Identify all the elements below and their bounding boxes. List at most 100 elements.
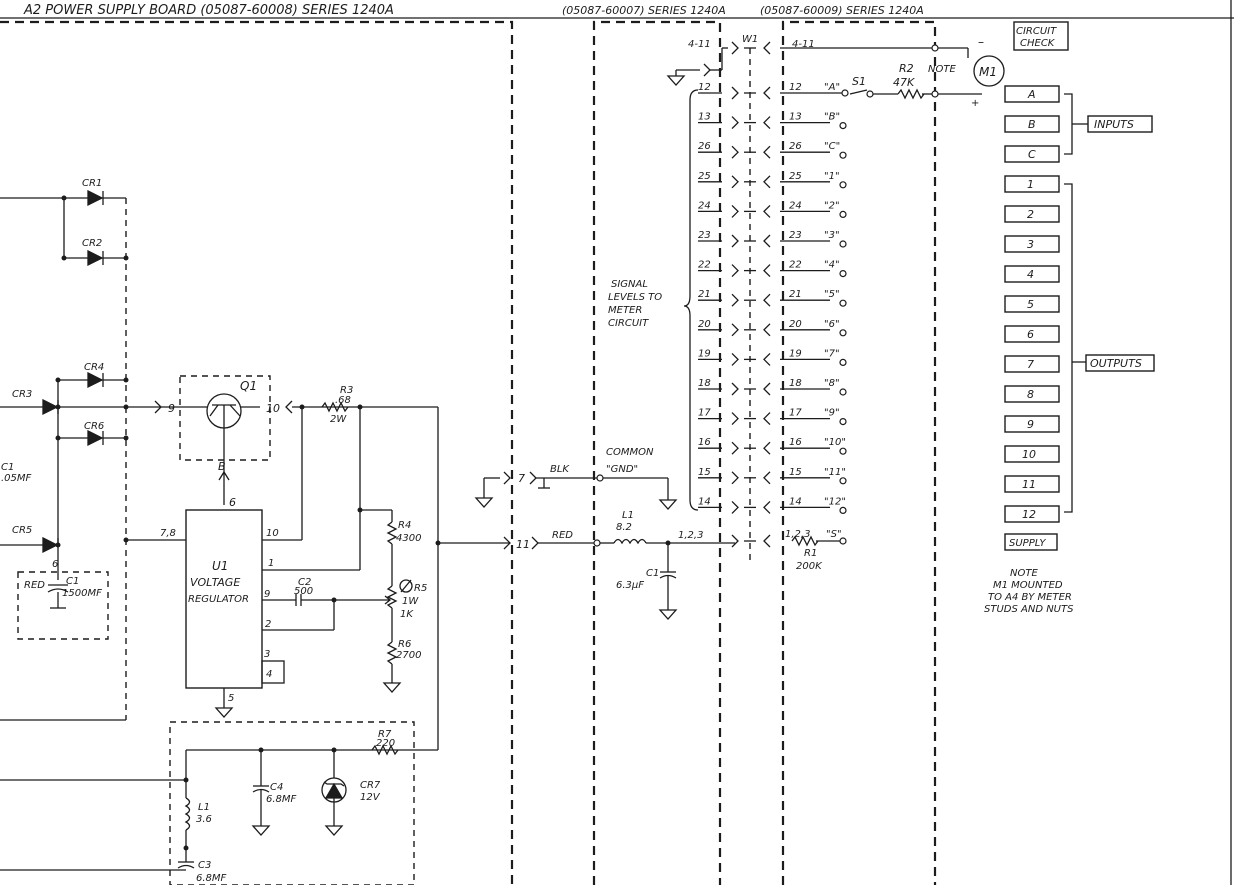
pin-signal-label: "3" bbox=[824, 230, 840, 241]
pin-right-label: 19 bbox=[789, 348, 802, 359]
middle-board-title: (05087-60007) SERIES 1240A bbox=[562, 4, 726, 17]
q1-pin-9: 9 bbox=[168, 402, 175, 415]
pin-left-label: 13 bbox=[698, 112, 711, 123]
cr7-value: 12V bbox=[360, 792, 381, 803]
r6-value: 2700 bbox=[396, 650, 421, 661]
pin-signal-label: "8" bbox=[824, 378, 840, 389]
m1-label: M1 bbox=[979, 65, 997, 79]
u1-pin-9: 9 bbox=[264, 589, 270, 600]
r2-value: 47K bbox=[893, 76, 915, 89]
c3-label: C3 bbox=[198, 860, 211, 871]
pin-left-label: 15 bbox=[698, 467, 711, 478]
pin-left-label: 18 bbox=[698, 378, 711, 389]
red-wire-label: RED bbox=[552, 530, 573, 541]
output-box bbox=[1004, 175, 1060, 193]
c2-label: C2 bbox=[298, 577, 311, 588]
u1-pin-1: 1 bbox=[268, 558, 274, 569]
output-box-label: 4 bbox=[1027, 268, 1034, 281]
right-board-title: (05087-60009) SERIES 1240A bbox=[760, 4, 924, 17]
circuit-check-line2: CHECK bbox=[1020, 38, 1056, 49]
u1-pin-5: 5 bbox=[228, 693, 234, 704]
middle-board-circuit: 7 BLK COMMON "GND" 11 RED L1 8.2 1,2,3 C… bbox=[474, 39, 735, 620]
pin-signal-label: "11" bbox=[824, 467, 846, 478]
r1-label: R1 bbox=[804, 548, 817, 559]
output-box bbox=[1004, 385, 1060, 403]
r3-label: R3 bbox=[340, 385, 353, 396]
cr3-label: CR3 bbox=[12, 389, 32, 400]
cr7-label: CR7 bbox=[360, 780, 381, 791]
signal-note-4: CIRCUIT bbox=[608, 318, 649, 329]
pin-signal-label: "5" bbox=[824, 289, 840, 300]
legend-note-4: STUDS AND NUTS bbox=[984, 604, 1074, 615]
u1-pin-2: 2 bbox=[265, 619, 271, 630]
legend-note-2: M1 MOUNTED bbox=[993, 580, 1063, 591]
c4-value: 6.8MF bbox=[266, 794, 297, 805]
u1-label: U1 bbox=[212, 559, 228, 573]
pin-left-label: 14 bbox=[698, 496, 711, 507]
pin-right-label: 13 bbox=[789, 112, 802, 123]
output-box-label: 7 bbox=[1027, 358, 1034, 371]
input-box bbox=[1004, 85, 1060, 103]
board-boundaries bbox=[0, 20, 937, 885]
pin-signal-label: "2" bbox=[824, 200, 840, 211]
output-box-label: 1 bbox=[1027, 178, 1034, 191]
meter-note: NOTE bbox=[928, 64, 956, 75]
meter-circuit: – M1 + NOTE R2 47K S1 R1 200K bbox=[780, 35, 1005, 572]
pin-left-label: 22 bbox=[698, 260, 711, 271]
l1-mid-value: 8.2 bbox=[616, 522, 632, 533]
u1-pin-4: 4 bbox=[266, 669, 272, 680]
c1-mid-value: 6.3µF bbox=[616, 580, 644, 591]
cr1-label: CR1 bbox=[82, 178, 102, 189]
supply-signal-label: "S" bbox=[826, 529, 842, 540]
cr2-label: CR2 bbox=[82, 238, 102, 249]
pin-left-label: 23 bbox=[698, 230, 711, 241]
pin-signal-label: "4" bbox=[824, 260, 840, 271]
supply-pin-right: 1,2,3 bbox=[785, 529, 810, 540]
pin-right-label: 25 bbox=[789, 171, 802, 182]
c1-box-label: C1 bbox=[66, 576, 79, 587]
pin-signal-label: "B" bbox=[824, 112, 840, 123]
r5-value: 1K bbox=[400, 609, 414, 620]
pin-right-label: 22 bbox=[789, 260, 802, 271]
u1-pin-3: 3 bbox=[264, 649, 270, 660]
output-box-label: 9 bbox=[1027, 418, 1034, 431]
q1-label: Q1 bbox=[240, 379, 257, 393]
q1-pin-10: 10 bbox=[266, 402, 280, 415]
u1-pin-7-8: 7,8 bbox=[160, 528, 176, 539]
r2-label: R2 bbox=[899, 62, 914, 75]
l1-mid-label: L1 bbox=[622, 510, 634, 521]
c1-left-value: .05MF bbox=[1, 473, 32, 484]
l1-psu-label: L1 bbox=[198, 802, 210, 813]
blk-label: BLK bbox=[550, 464, 570, 475]
legend-note-1: NOTE bbox=[1010, 568, 1038, 579]
c1-left-label: C1 bbox=[1, 462, 14, 473]
r5-power: 1W bbox=[402, 596, 419, 607]
r3-power: 2W bbox=[330, 414, 347, 425]
pin-left-label: 20 bbox=[698, 319, 711, 330]
pin-7-label: 7 bbox=[518, 472, 525, 485]
connector-top-left: 4-11 bbox=[688, 39, 711, 50]
meter-minus: – bbox=[978, 35, 984, 49]
input-box-label: A bbox=[1027, 88, 1036, 101]
r7-label: R7 bbox=[378, 729, 392, 740]
inputs-label: INPUTS bbox=[1094, 118, 1134, 131]
u1-line1: VOLTAGE bbox=[190, 576, 240, 589]
pin-signal-label: "C" bbox=[824, 141, 840, 152]
a2-board-title: A2 POWER SUPPLY BOARD (05087-60008) SERI… bbox=[23, 3, 394, 18]
pin-left-label: 21 bbox=[698, 289, 711, 300]
output-box bbox=[1004, 415, 1060, 433]
meter-plus: + bbox=[971, 98, 979, 109]
c1-box-value: 1500MF bbox=[62, 588, 102, 599]
supply-box bbox=[1004, 533, 1058, 551]
pin-left-label: 17 bbox=[698, 408, 711, 419]
connector-supply-row: 1,2,3 "S" bbox=[731, 529, 847, 548]
